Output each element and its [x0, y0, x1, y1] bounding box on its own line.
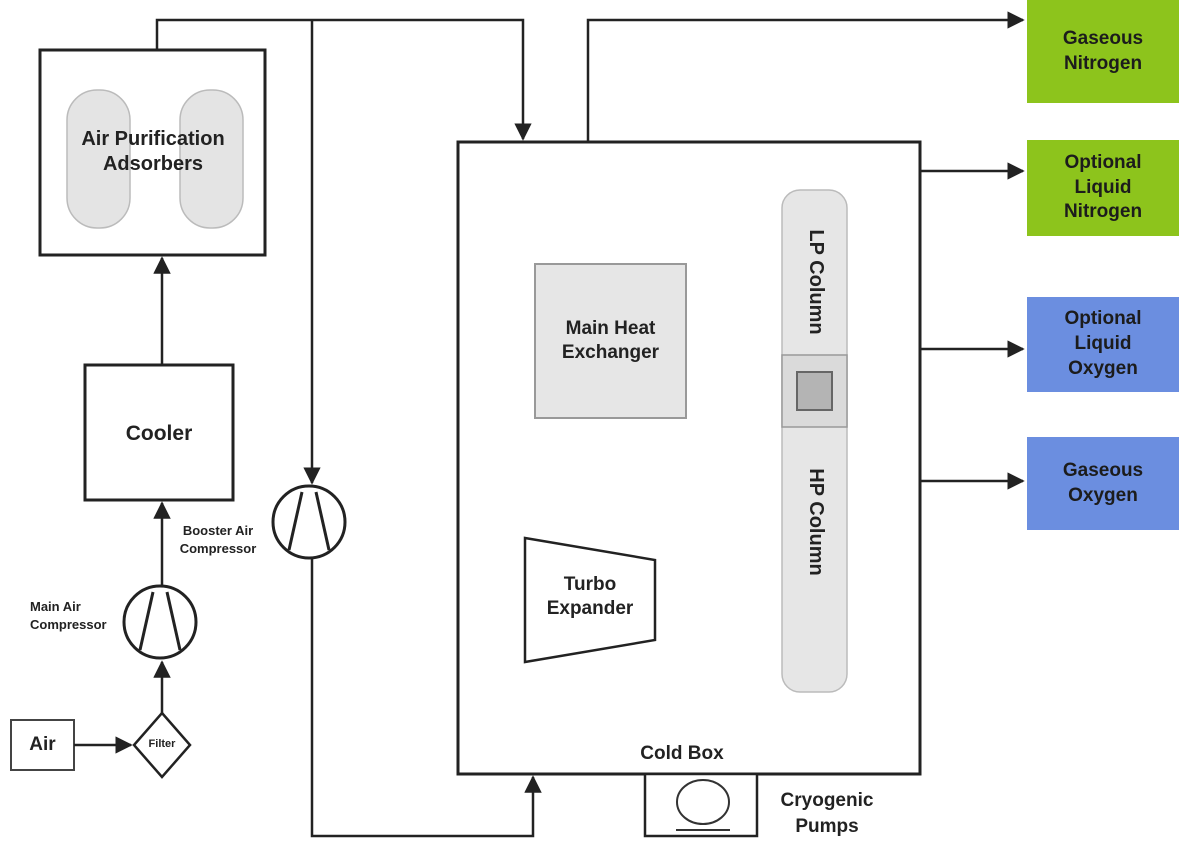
cryogenic-pumps-label: Cryogenic Pumps	[780, 790, 874, 837]
adsorber-vessel-right	[179, 89, 244, 229]
cryogenic-pump-icon	[676, 779, 730, 831]
cooler-label: Cooler	[125, 422, 193, 445]
hp-column-label: HP Column	[805, 468, 827, 576]
main-air-compressor-label: Main Air Compressor	[30, 599, 107, 632]
adsorber-vessel-left	[66, 89, 131, 229]
main-heat-exchanger-box	[534, 263, 687, 419]
product-gaseous-oxygen: Gaseous Oxygen	[1027, 437, 1179, 530]
main-heat-exchanger-label: Main Heat Exchanger	[561, 318, 660, 363]
cooler-box	[83, 363, 235, 502]
cold-box	[456, 140, 922, 776]
booster-air-compressor-label: Booster Air Compressor	[179, 523, 257, 556]
column-body	[781, 189, 848, 693]
filter-label: Filter	[148, 738, 176, 750]
product-optional-liquid-nitrogen: Optional Liquid Nitrogen	[1027, 140, 1179, 236]
cold-box-label: Cold Box	[640, 743, 724, 764]
filter-symbol	[132, 711, 192, 779]
air-purification-label: Air Purification Adsorbers	[81, 128, 225, 175]
turbo-expander-symbol	[523, 536, 657, 664]
booster-air-compressor-symbol	[271, 484, 347, 560]
column-condenser	[796, 371, 833, 411]
main-air-compressor-symbol	[122, 584, 198, 660]
product-optional-liquid-oxygen: Optional Liquid Oxygen	[1027, 297, 1179, 392]
air-label: Air	[29, 734, 56, 755]
lp-column-label: LP Column	[805, 229, 827, 335]
product-gaseous-nitrogen: Gaseous Nitrogen	[1027, 0, 1179, 103]
turbo-expander-label: Turbo Expander	[546, 574, 634, 619]
